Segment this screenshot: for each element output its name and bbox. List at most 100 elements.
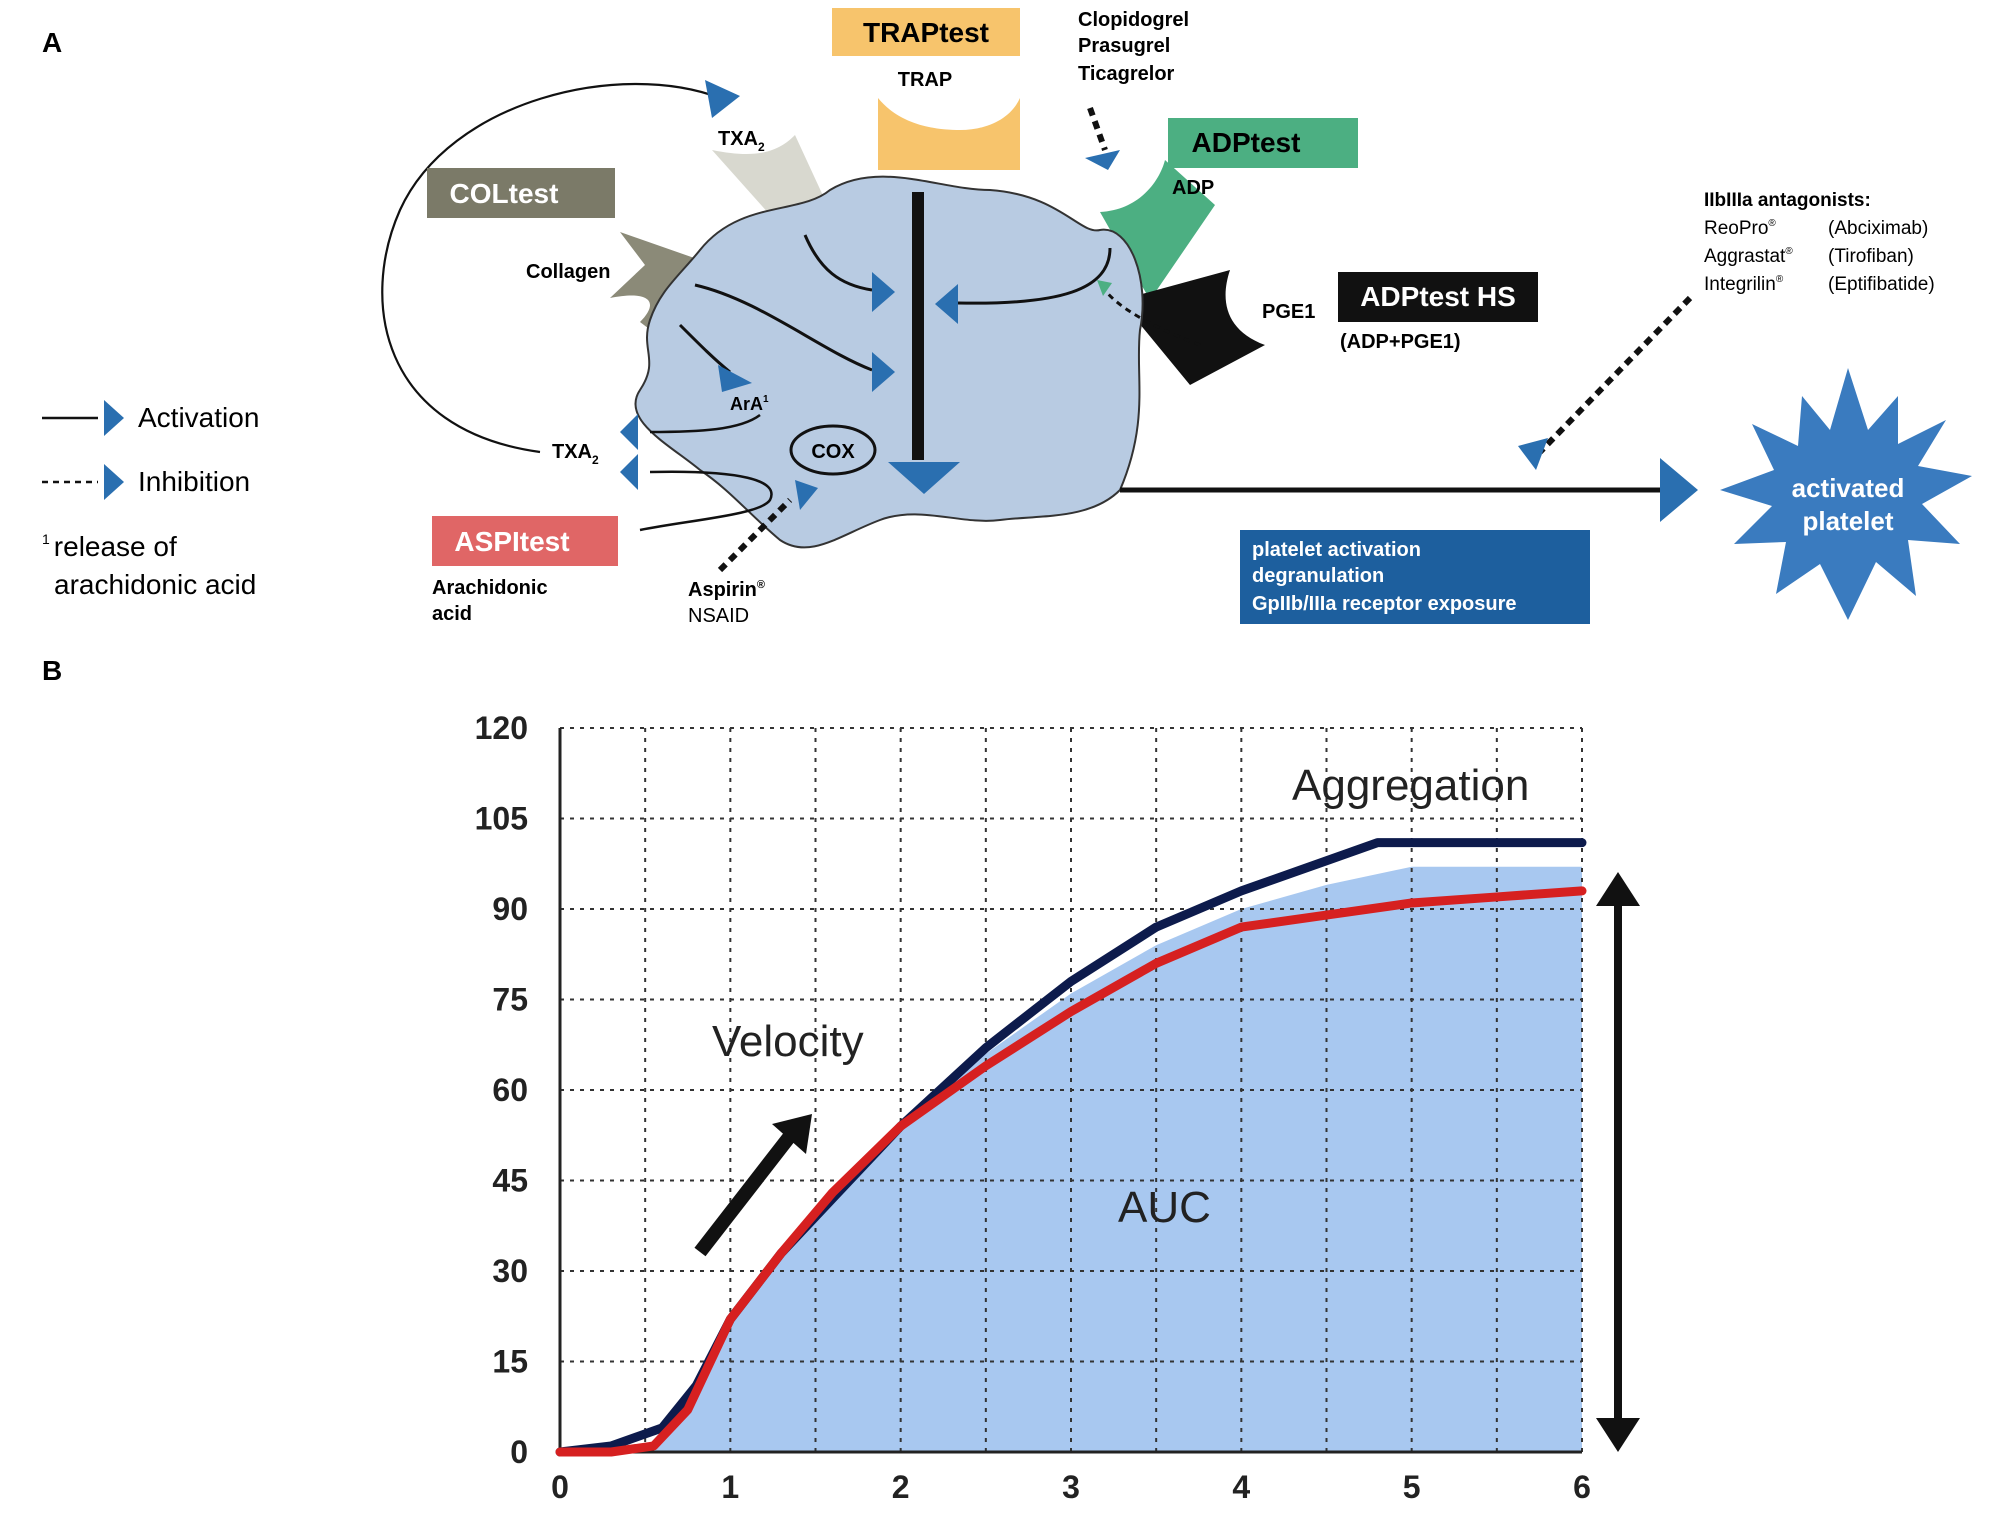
panel-a-letter: A bbox=[42, 27, 62, 58]
adptest-box bbox=[1168, 118, 1358, 168]
coltest-box bbox=[427, 168, 615, 218]
iib-brand-2: Aggrastat® bbox=[1704, 246, 1793, 267]
trap-receptor bbox=[878, 98, 1020, 170]
legend-footnote-line-2: arachidonic acid bbox=[54, 569, 256, 600]
y-tick-label: 45 bbox=[492, 1163, 528, 1199]
iib-generic-2: (Tirofiban) bbox=[1828, 246, 1914, 267]
velocity-label: Velocity bbox=[712, 1017, 864, 1066]
iib-inhibition-line bbox=[1537, 295, 1693, 455]
trap-label: TRAP bbox=[898, 69, 952, 91]
arachidonic-label-1: Arachidonic bbox=[432, 577, 548, 599]
y-tick-label: 0 bbox=[510, 1434, 528, 1470]
adptest-hs-box bbox=[1338, 272, 1538, 322]
legend-inhibition-label: Inhibition bbox=[138, 466, 250, 497]
txa-path-arrowhead bbox=[872, 272, 895, 312]
legend-activation-label: Activation bbox=[138, 402, 259, 433]
y-tick-label: 120 bbox=[475, 710, 528, 746]
coltest-label: COLtest bbox=[450, 178, 559, 209]
central-arrowhead bbox=[888, 462, 960, 494]
loop-activation-arrowhead bbox=[705, 80, 740, 118]
x-tick-label: 0 bbox=[551, 1469, 569, 1505]
iib-generic-1: (Abciximab) bbox=[1828, 218, 1928, 239]
p2y12-inhibition-head bbox=[1085, 150, 1120, 170]
arachidonic-label-2: acid bbox=[432, 603, 472, 625]
series-line-2 bbox=[555, 886, 1587, 1457]
ara-label: ArA1 bbox=[730, 394, 769, 414]
txa2-left-label: TXA2 bbox=[552, 441, 599, 467]
x-tick-label: 1 bbox=[721, 1469, 739, 1505]
x-tick-label: 2 bbox=[892, 1469, 910, 1505]
aggregation-arrow-bottom bbox=[1596, 1418, 1640, 1452]
auc-label: AUC bbox=[1118, 1183, 1211, 1232]
activated-platelet-star bbox=[1720, 368, 1972, 620]
output-arrowhead bbox=[1660, 458, 1698, 522]
iib-title: IIbIIIa antagonists: bbox=[1704, 190, 1871, 211]
y-tick-label: 75 bbox=[492, 982, 528, 1018]
legend-inhibition-arrowhead bbox=[104, 464, 124, 500]
adp-receptor bbox=[1100, 160, 1215, 300]
x-tick-label: 3 bbox=[1062, 1469, 1080, 1505]
x-tick-label: 6 bbox=[1573, 1469, 1591, 1505]
txa-out-line-2 bbox=[639, 470, 773, 532]
nsaid-label: NSAID bbox=[688, 605, 749, 627]
txa2-top-label: TXA2 bbox=[718, 128, 765, 154]
activated-label-1: activated bbox=[1792, 473, 1905, 503]
activated-label-2: platelet bbox=[1802, 506, 1893, 536]
velocity-arrow-shaft bbox=[694, 1131, 796, 1257]
txa2-feedback-loop bbox=[381, 82, 721, 454]
pge1-inhibition-path bbox=[1103, 289, 1201, 347]
txa2-receptor-top bbox=[712, 135, 825, 215]
y-tick-label: 15 bbox=[492, 1344, 528, 1380]
outcome-line-3: GpIIb/IIIa receptor exposure bbox=[1252, 593, 1517, 615]
pge1-label: PGE1 bbox=[1262, 301, 1315, 323]
txa-out-arrowhead-2 bbox=[620, 454, 638, 490]
outcome-line-1: platelet activation bbox=[1252, 539, 1421, 561]
ara-txa-link bbox=[649, 413, 761, 434]
cox-label: COX bbox=[811, 441, 855, 463]
outcome-line-2: degranulation bbox=[1252, 565, 1384, 587]
collagen-path bbox=[694, 283, 873, 372]
legend-activation-arrowhead bbox=[104, 400, 124, 436]
iib-inhibition-head bbox=[1518, 438, 1548, 470]
txa-out-arrowhead-1 bbox=[620, 414, 638, 450]
txa-path bbox=[803, 234, 873, 292]
y-tick-label: 90 bbox=[492, 891, 528, 927]
iib-generic-3: (Eptifibatide) bbox=[1828, 274, 1935, 295]
aspitest-box bbox=[432, 516, 618, 566]
ara-path bbox=[678, 323, 731, 374]
velocity-arrow-head bbox=[772, 1114, 812, 1154]
ticagrelor-label: Ticagrelor bbox=[1078, 63, 1175, 85]
pge1-receptor bbox=[1120, 270, 1265, 385]
adp-path-arrowhead bbox=[935, 284, 958, 324]
aspitest-label: ASPItest bbox=[454, 526, 569, 557]
x-tick-label: 4 bbox=[1232, 1469, 1250, 1505]
x-tick-label: 5 bbox=[1403, 1469, 1421, 1505]
series-line-1 bbox=[555, 838, 1587, 1457]
adp-label: ADP bbox=[1172, 177, 1214, 199]
adptest-label: ADPtest bbox=[1192, 127, 1301, 158]
collagen-label: Collagen bbox=[526, 261, 610, 283]
panel-b-letter: B bbox=[42, 655, 62, 686]
p2y12-inhibition-line bbox=[1087, 106, 1108, 152]
clopidogrel-label: Clopidogrel bbox=[1078, 9, 1189, 31]
aspirin-inhibition-head bbox=[795, 480, 818, 510]
ara-arrowhead bbox=[718, 365, 752, 392]
adptest-hs-sub: (ADP+PGE1) bbox=[1340, 331, 1461, 353]
aspirin-label: Aspirin® bbox=[688, 579, 765, 601]
y-tick-label: 105 bbox=[475, 801, 528, 837]
adp-path bbox=[957, 247, 1112, 305]
traptest-box bbox=[832, 8, 1020, 56]
aggregation-arrow-top bbox=[1596, 872, 1640, 906]
aspirin-inhibition-line bbox=[717, 497, 793, 573]
prasugrel-label: Prasugrel bbox=[1078, 35, 1170, 57]
collagen-path-arrowhead bbox=[872, 352, 895, 392]
adptest-hs-label: ADPtest HS bbox=[1360, 281, 1516, 312]
iib-brand-3: Integrilin® bbox=[1704, 274, 1784, 295]
platelet-cell bbox=[634, 175, 1144, 549]
pge1-inhibition-head bbox=[1097, 280, 1112, 296]
iib-brand-1: ReoPro® bbox=[1704, 218, 1776, 239]
traptest-label: TRAPtest bbox=[863, 17, 989, 48]
